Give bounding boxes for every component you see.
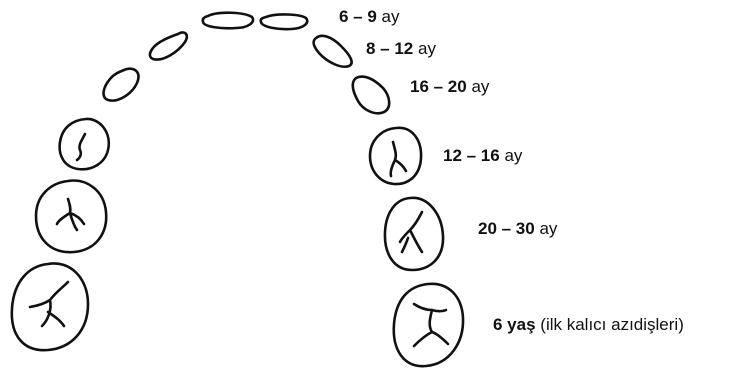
right-lateral-incisor xyxy=(312,34,353,68)
right-teeth xyxy=(259,13,465,368)
right-central-incisor xyxy=(259,13,309,31)
left-second-molar-groove xyxy=(55,197,86,232)
label-canines: 16 – 20 ay xyxy=(410,77,490,96)
label-central-incisors: 6 – 9 ay xyxy=(339,7,400,26)
left-central-incisor xyxy=(201,11,255,30)
right-first-molar-groove xyxy=(389,140,408,178)
right-second-molar xyxy=(383,196,445,272)
left-lateral-incisor xyxy=(148,31,189,61)
label-permanent-molars: 6 yaş (ilk kalıcı azıdişleri) xyxy=(493,315,684,334)
left-first-molar-groove xyxy=(75,132,87,162)
left-permanent-molar xyxy=(10,262,90,352)
left-second-molar xyxy=(34,179,108,254)
right-permanent-molar-groove xyxy=(412,302,450,348)
left-first-molar xyxy=(58,117,111,171)
right-permanent-molar xyxy=(392,282,465,368)
left-permanent-molar-groove xyxy=(28,280,70,328)
label-lateral-incisors: 8 – 12 ay xyxy=(366,39,436,58)
right-first-molar xyxy=(368,126,423,186)
right-second-molar-groove xyxy=(398,210,424,254)
right-canine xyxy=(351,75,391,115)
left-canine xyxy=(102,67,140,102)
label-second-molars: 20 – 30 ay xyxy=(478,219,558,238)
left-teeth xyxy=(10,11,255,352)
eruption-labels: 6 – 9 ay 8 – 12 ay 16 – 20 ay 12 – 16 ay… xyxy=(339,7,684,334)
label-first-molars: 12 – 16 ay xyxy=(443,146,523,165)
